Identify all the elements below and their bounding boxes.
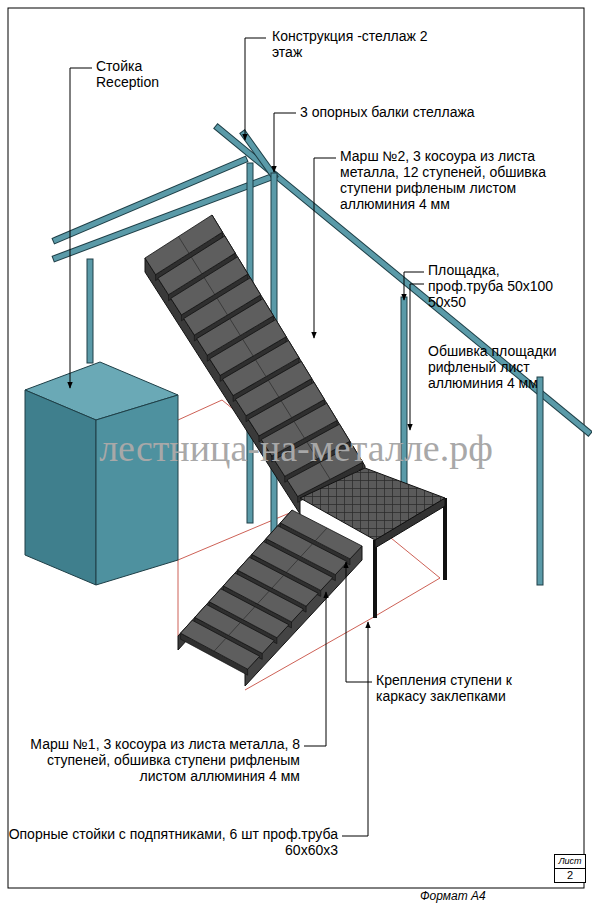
callout-note: Опорные стойки с подпятниками, 6 шт проф…: [8, 826, 338, 858]
reception-counter: [25, 362, 178, 585]
sheet-label: Лист: [555, 855, 585, 868]
callout-note: Марш №2, 3 косоура из листа металла, 12 …: [340, 148, 572, 212]
callout-note: Обшивка площадки рифленый лист аллюминия…: [428, 343, 578, 391]
sheet-number: 2: [555, 868, 585, 882]
callout-note: Стойка Reception: [96, 58, 196, 90]
callout-note: Формат А4: [420, 889, 550, 903]
callout-note: Марш №1, 3 косоура из листа металла, 8 с…: [8, 736, 300, 784]
watermark: лестница-на-металле.рф: [20, 428, 572, 468]
callout-note: 3 опорных балки стеллажа: [300, 104, 550, 120]
rack-frame: [56, 128, 588, 582]
callout-note: Крепления ступени к каркасу заклепками: [376, 672, 556, 704]
callout-note: Площадка, проф.труба 50х100 50х50: [428, 262, 576, 310]
sheet-stamp: Лист2: [554, 854, 586, 883]
sheet-frame: [8, 8, 584, 888]
callout-note: Конструкция -стеллаж 2 этаж: [272, 28, 432, 60]
